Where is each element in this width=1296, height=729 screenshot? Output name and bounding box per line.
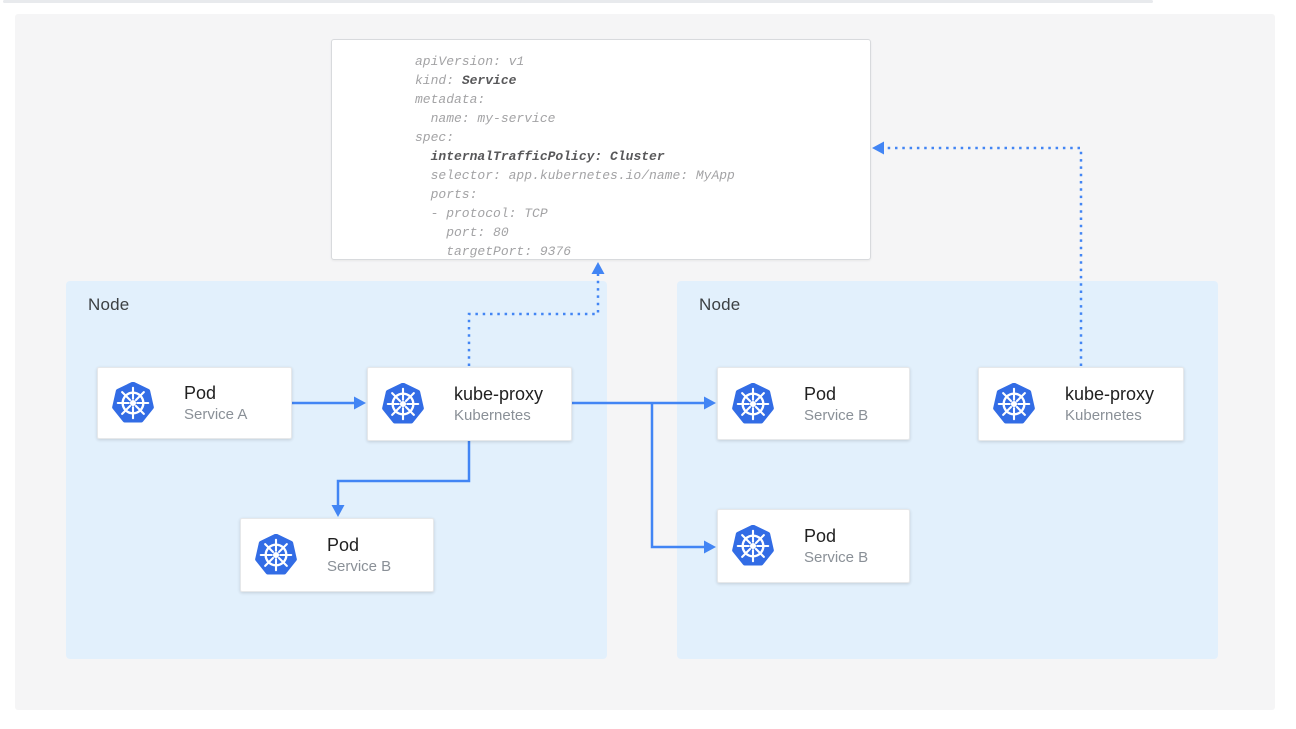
card-pod-service-b-top-right: Pod Service B (717, 367, 910, 440)
kubernetes-icon (111, 382, 155, 424)
card-pod-service-b-bottom-right: Pod Service B (717, 509, 910, 583)
card-pod-service-a: Pod Service A (97, 367, 292, 439)
card-kube-proxy-left: kube-proxy Kubernetes (367, 367, 572, 441)
node-label: Node (88, 295, 130, 314)
kubernetes-icon (254, 534, 298, 576)
card-title: Pod (804, 383, 837, 404)
node-box-left: Node (66, 281, 607, 659)
card-subtitle: Service B (804, 406, 869, 424)
card-subtitle: Kubernetes (454, 407, 531, 424)
card-title: Pod (804, 526, 837, 546)
card-subtitle: Service B (804, 549, 869, 566)
kubernetes-icon (731, 525, 775, 567)
card-pod-service-b-left: Pod Service B (240, 518, 434, 592)
card-title: kube-proxy (454, 384, 544, 404)
card-title: kube-proxy (1065, 384, 1155, 404)
card-kube-proxy-right: kube-proxy Kubernetes (978, 367, 1184, 441)
page-top-divider (3, 0, 1153, 3)
kubernetes-icon (731, 383, 775, 425)
card-title: Pod (184, 383, 217, 403)
kubernetes-icon (381, 383, 425, 425)
card-title: Pod (327, 535, 360, 555)
card-subtitle: Kubernetes (1065, 407, 1142, 424)
node-box-right: Node (677, 281, 1218, 659)
card-subtitle: Service A (184, 406, 248, 423)
kubernetes-icon (992, 383, 1036, 425)
node-label: Node (699, 295, 741, 314)
card-subtitle: Service B (327, 558, 392, 575)
